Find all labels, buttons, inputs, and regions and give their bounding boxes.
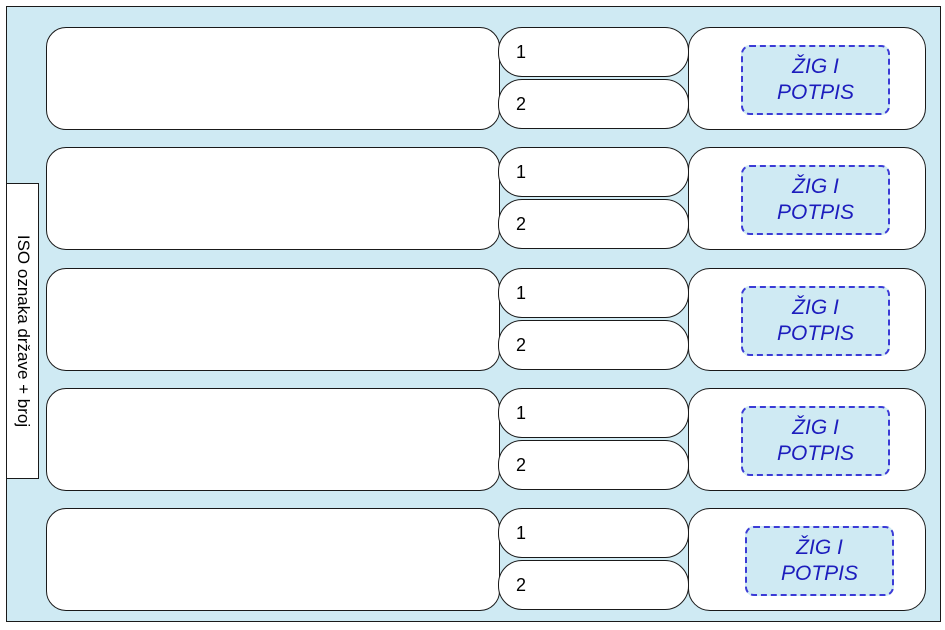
slot-1-label: 1 [516, 283, 527, 303]
slot-1-field[interactable]: 1 [498, 268, 689, 318]
slot-1-label: 1 [516, 523, 527, 543]
slot-2-field[interactable]: 2 [498, 560, 689, 610]
entry-field[interactable] [46, 508, 500, 611]
stamp-signature-placeholder: ŽIG I POTPIS [741, 406, 890, 476]
stamp-text-line2: POTPIS [776, 201, 855, 224]
entry-row: 1 2 ŽIG I POTPIS [0, 508, 945, 613]
iso-country-code-label-box: ISO oznaka države + broj [6, 183, 39, 479]
slot-1-label: 1 [516, 403, 527, 423]
stamp-signature-placeholder: ŽIG I POTPIS [741, 165, 890, 235]
slot-1-field[interactable]: 1 [498, 147, 689, 197]
slot-1-label: 1 [516, 162, 527, 182]
slot-2-field[interactable]: 2 [498, 79, 689, 129]
slot-1-field[interactable]: 1 [498, 388, 689, 438]
slot-2-label: 2 [516, 214, 527, 234]
slot-2-label: 2 [516, 575, 527, 595]
slot-2-field[interactable]: 2 [498, 199, 689, 249]
entry-row: 1 2 ŽIG I POTPIS [0, 268, 945, 373]
stamp-text-line1: ŽIG I [792, 296, 839, 319]
stamp-signature-placeholder: ŽIG I POTPIS [741, 45, 890, 115]
stamp-text-line1: ŽIG I [792, 175, 839, 198]
stamp-text-line2: POTPIS [780, 562, 859, 585]
slot-2-label: 2 [516, 94, 527, 114]
entry-row: 1 2 ŽIG I POTPIS [0, 27, 945, 132]
slot-2-field[interactable]: 2 [498, 440, 689, 490]
entry-field[interactable] [46, 27, 500, 130]
slot-1-field[interactable]: 1 [498, 508, 689, 558]
stamp-text-line1: ŽIG I [792, 416, 839, 439]
slot-1-label: 1 [516, 42, 527, 62]
entry-field[interactable] [46, 268, 500, 371]
slot-2-field[interactable]: 2 [498, 320, 689, 370]
stamp-text-line1: ŽIG I [796, 536, 843, 559]
slot-2-label: 2 [516, 335, 527, 355]
stamp-text-line1: ŽIG I [792, 55, 839, 78]
stamp-text-line2: POTPIS [776, 322, 855, 345]
entry-field[interactable] [46, 388, 500, 491]
slot-1-field[interactable]: 1 [498, 27, 689, 77]
stamp-signature-placeholder: ŽIG I POTPIS [741, 286, 890, 356]
entry-row: 1 2 ŽIG I POTPIS [0, 388, 945, 493]
stamp-text-line2: POTPIS [776, 442, 855, 465]
entry-field[interactable] [46, 147, 500, 250]
stamp-signature-placeholder: ŽIG I POTPIS [745, 526, 894, 596]
slot-2-label: 2 [516, 455, 527, 475]
entry-row: 1 2 ŽIG I POTPIS [0, 147, 945, 252]
stamp-text-line2: POTPIS [776, 81, 855, 104]
